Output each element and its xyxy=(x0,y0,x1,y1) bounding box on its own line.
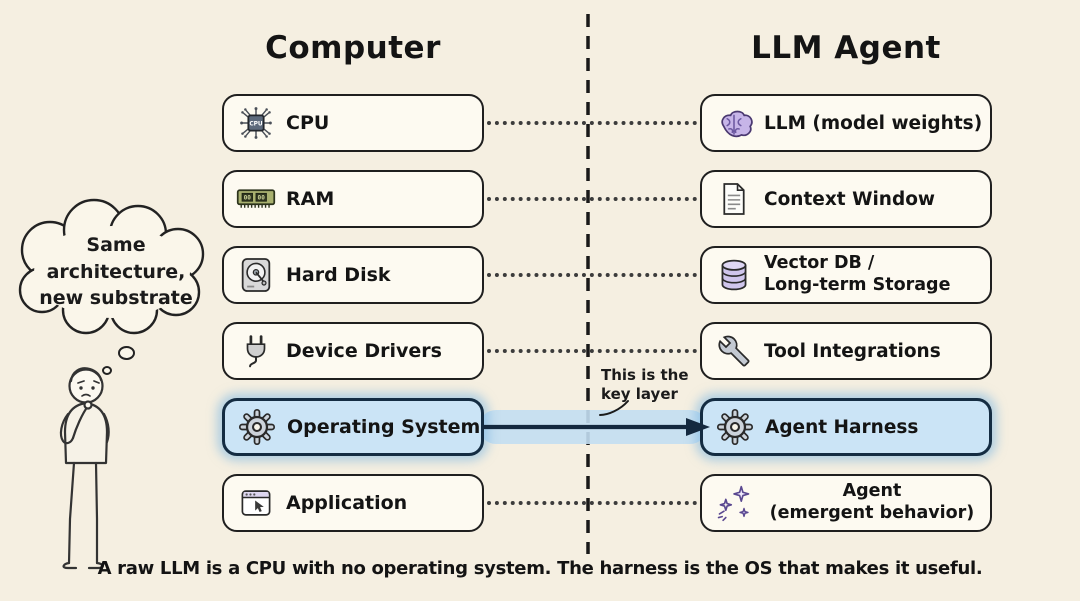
box-label: Tool Integrations xyxy=(764,340,941,362)
brain-icon xyxy=(714,102,754,144)
thought-bubble-text: Same architecture, new substrate xyxy=(39,234,193,310)
box-context-window: Context Window xyxy=(700,170,992,228)
box-vector-db-long-term-storage: Vector DB / Long-term Storage xyxy=(700,246,992,304)
ram-stick-icon: 00 00 xyxy=(236,178,276,220)
key-layer-arrow xyxy=(483,418,710,436)
thought-bubble-cloud xyxy=(18,198,205,335)
box-tool-integrations: Tool Integrations xyxy=(700,322,992,380)
svg-text:CPU: CPU xyxy=(249,121,263,127)
dotted-connector xyxy=(487,197,697,201)
box-device-drivers: Device Drivers xyxy=(222,322,484,380)
box-label: CPU xyxy=(286,112,330,134)
box-label: Hard Disk xyxy=(286,264,391,286)
box-operating-system: Operating System xyxy=(222,398,484,456)
app-window-icon xyxy=(236,482,276,524)
box-label: Agent (emergent behavior) xyxy=(769,481,975,523)
document-icon xyxy=(714,178,754,220)
thinking-person-doodle xyxy=(59,367,110,570)
cpu-chip-icon: CPU xyxy=(236,102,276,144)
box-application: Application xyxy=(222,474,484,532)
svg-text:00: 00 xyxy=(258,195,266,202)
dotted-connector xyxy=(487,501,697,505)
center-dashed-divider xyxy=(586,14,590,554)
box-label: Context Window xyxy=(764,188,936,210)
box-label: Device Drivers xyxy=(286,340,442,362)
thought-bubble-tail-large xyxy=(118,346,135,360)
dotted-connector xyxy=(487,349,697,353)
power-plug-icon xyxy=(236,330,276,372)
box-label: Agent Harness xyxy=(765,416,919,438)
box-label: LLM (model weights) xyxy=(764,112,983,134)
box-label: Vector DB / Long-term Storage xyxy=(764,253,951,295)
caption-text: A raw LLM is a CPU with no operating sys… xyxy=(97,558,983,579)
sparkles-icon xyxy=(714,482,754,524)
gear-icon xyxy=(715,406,755,448)
dotted-connector xyxy=(487,121,697,125)
box-label: RAM xyxy=(286,188,335,210)
box-agent-harness: Agent Harness xyxy=(700,398,992,456)
box-ram: 00 00 RAM xyxy=(222,170,484,228)
database-icon xyxy=(714,254,754,296)
box-label: Operating System xyxy=(287,416,481,438)
box-cpu: CPU CPU xyxy=(222,94,484,152)
column-header-computer: Computer xyxy=(265,30,441,66)
box-hard-disk: Hard Disk xyxy=(222,246,484,304)
column-header-llm-agent: LLM Agent xyxy=(751,30,941,66)
thought-bubble-tail-small xyxy=(102,366,112,375)
svg-text:00: 00 xyxy=(244,195,252,202)
gear-icon xyxy=(237,406,277,448)
box-agent-emergent-behavior: Agent (emergent behavior) xyxy=(700,474,992,532)
annotation-pointer-line xyxy=(599,400,629,416)
box-label: Application xyxy=(286,492,408,514)
wrench-icon xyxy=(714,330,754,372)
dotted-connector xyxy=(487,273,697,277)
hard-disk-icon xyxy=(236,254,276,296)
key-layer-annotation: This is the key layer xyxy=(601,366,689,403)
box-llm-model-weights: LLM (model weights) xyxy=(700,94,992,152)
